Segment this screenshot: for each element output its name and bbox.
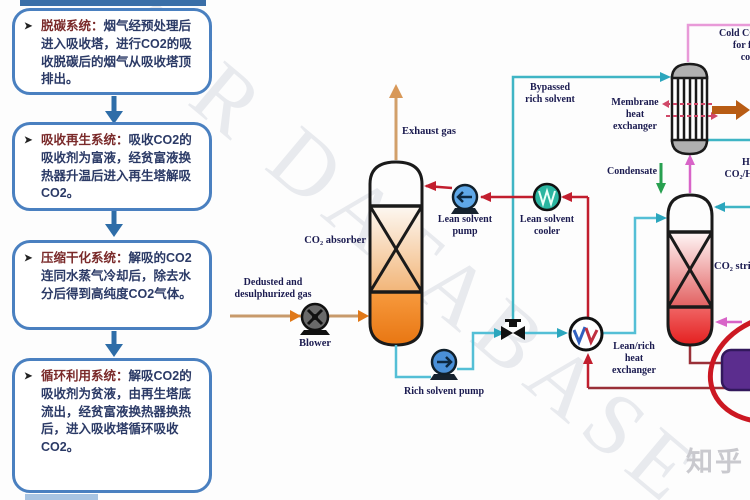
condensate-label: Condensate — [607, 166, 658, 177]
blower-label: Blower — [298, 338, 332, 349]
rich-solvent-pump-icon — [430, 348, 458, 380]
bullet-icon: ➤ — [24, 253, 33, 264]
co2-absorber-label: CO₂ absorber — [304, 235, 366, 246]
panel-box-absorption-regeneration: ➤ 吸收再生系统：吸收CO2的吸收剂为富液，经贫富液换热器升温后进入再生塔解吸C… — [12, 122, 212, 211]
bullet-icon: ➤ — [24, 371, 33, 382]
lean-solvent-pump-label: Lean solvent pump — [437, 214, 493, 237]
rich-solvent-arrows — [494, 213, 667, 338]
panel-box-recycling: ➤ 循环利用系统：解吸CO2的吸收剂为贫液，由再生塔底流出，经贫富液换热器换热后… — [12, 358, 212, 493]
cold-co2-label: Cold CO₂/H₂O(g) for further cooling — [718, 28, 750, 63]
highlight-circle — [707, 311, 750, 425]
membrane-heat-exchanger-icon — [662, 62, 718, 156]
box-body: 解吸CO2的吸收剂为贫液，由再生塔底流出，经贫富液换热器换热后，进入吸收塔循环吸… — [41, 369, 192, 454]
bullet-icon: ➤ — [24, 135, 33, 146]
rich-solvent-line — [394, 216, 657, 379]
box-title: 脱碳系统： — [41, 19, 104, 33]
panel-box-decarbonization: ➤ 脱碳系统：烟气经预处理后进入吸收塔，进行CO2的吸收脱碳后的烟气从吸收塔顶排… — [12, 8, 212, 95]
top-cropped-bar — [20, 0, 206, 6]
hot-co2-label: Hot CO₂/H₂O(g) — [724, 157, 750, 180]
box-title: 吸收再生系统： — [41, 133, 129, 147]
panel-box-compression-drying: ➤ 压缩干化系统：解吸的CO2连同水蒸气冷却后，除去水分后得到高纯度CO2气体。 — [12, 240, 212, 330]
rich-solvent-pump-label: Rich solvent pump — [403, 386, 484, 397]
box-title: 循环利用系统： — [41, 369, 129, 383]
zhihu-watermark: 知乎 — [686, 447, 744, 477]
membrane-permeate-dashes — [666, 103, 714, 117]
bypassed-rich-solvent-line — [511, 72, 750, 326]
co2-product-arrow — [712, 100, 750, 120]
lean-solvent-arrows — [424, 181, 593, 364]
box-body: 解吸的CO2连同水蒸气冷却后，除去水分后得到高纯度CO2气体。 — [41, 251, 192, 301]
lean-solvent-pump-icon — [451, 183, 479, 214]
box-body: 烟气经预处理后进入吸收塔，进行CO2的吸收脱碳后的烟气从吸收塔顶排出。 — [41, 19, 192, 87]
lean-rich-heat-exchanger-label: Lean/rich heat exchanger — [612, 341, 656, 376]
blower-icon — [300, 302, 330, 335]
condensate-arrow — [656, 163, 666, 194]
bypassed-rich-solvent-label: Bypassed rich solvent — [525, 82, 575, 105]
membrane-heat-exchanger-label: Membrane heat exchanger — [611, 97, 659, 132]
reboiler-vapor-return — [715, 317, 742, 327]
flue-gas-line — [230, 310, 369, 322]
co2-stripper-column — [666, 193, 714, 347]
co2-stripper-label: CO₂ stripper — [714, 261, 750, 272]
co2-absorber-column — [368, 160, 424, 347]
lean-rich-heat-exchanger-icon — [568, 316, 604, 352]
lean-solvent-cooler-label: Lean solvent cooler — [519, 214, 575, 237]
three-way-valve-icon — [501, 319, 525, 340]
panel-flow-arrows — [105, 96, 123, 357]
bottom-cropped-bar — [25, 494, 98, 500]
exhaust-gas-label: Exhaust gas — [402, 126, 456, 137]
feed-gas-label: Dedusted and desulphurized gas — [234, 277, 312, 300]
exhaust-gas-line — [389, 84, 403, 160]
reboiler-icon — [720, 348, 750, 392]
lean-solvent-cooler-icon — [532, 182, 562, 212]
box-title: 压缩干化系统： — [41, 251, 129, 265]
box-body: 吸收CO2的吸收剂为富液，经贫富液换热器升温后进入再生塔解吸CO2。 — [41, 133, 192, 201]
bullet-icon: ➤ — [24, 21, 33, 32]
co2-vapor-line — [685, 23, 750, 193]
